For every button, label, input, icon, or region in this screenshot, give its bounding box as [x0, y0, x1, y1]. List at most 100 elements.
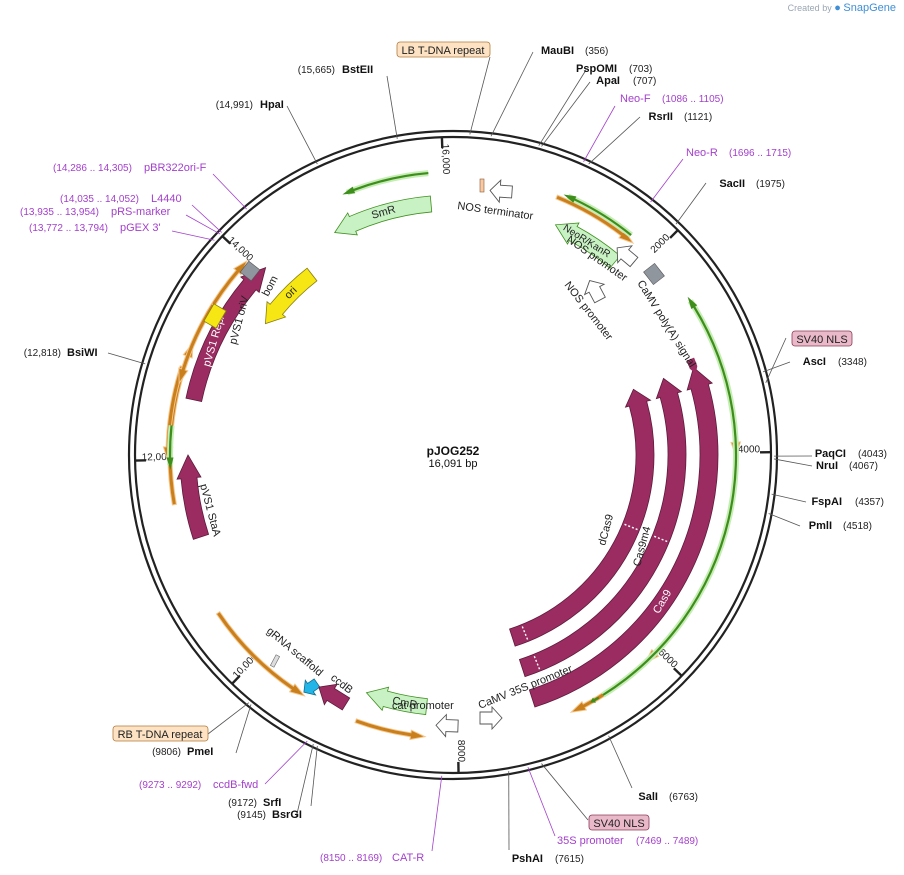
label-sv40-nls-a[interactable]: SV40 NLS	[796, 334, 847, 346]
neo-strand	[563, 194, 632, 236]
camv-polya-block	[643, 262, 665, 286]
enzyme-bsiwi[interactable]: BsiWI	[67, 347, 98, 359]
enzyme-bsrgi[interactable]: BsrGI	[272, 809, 302, 821]
nos-promoter-arrow-1[interactable]	[610, 239, 641, 270]
label-nos-terminator[interactable]: NOS terminator	[457, 200, 535, 223]
label-dcas9[interactable]: dCas9	[596, 513, 616, 547]
cat-promoter-arrow[interactable]	[435, 713, 459, 738]
enzyme-hpai[interactable]: HpaI	[260, 99, 284, 111]
scale-tick-label: 2000	[649, 232, 673, 256]
scale-tick-label: 14,000	[225, 235, 255, 264]
enzyme-nrui[interactable]: NruI	[816, 460, 838, 472]
primer-labels: Neo-F (1086 .. 1105) Neo-R (1696 .. 1715…	[20, 93, 791, 864]
enzyme-asci[interactable]: AscI	[803, 356, 826, 368]
leader-line	[541, 81, 591, 147]
smr-strand-bg	[345, 170, 429, 196]
leader-line	[771, 493, 807, 503]
enzyme-sali[interactable]: SalI	[638, 791, 658, 803]
ori-arrow	[264, 267, 318, 325]
primer-ccdb-fwd[interactable]: ccdB-fwd	[213, 779, 258, 791]
orf-arrow	[555, 194, 635, 245]
ccdb-cyan-arrow[interactable]	[299, 676, 322, 700]
primer-pgex3[interactable]: pGEX 3'	[120, 222, 161, 234]
scale-tick-mark	[231, 675, 241, 685]
scale-tick-mark	[673, 667, 683, 677]
pvs1-oriv-block	[203, 303, 227, 329]
camv-35s-arrow[interactable]	[479, 705, 503, 731]
label-lb-tdna[interactable]: LB T-DNA repeat	[402, 45, 485, 57]
cas9-end-mark	[590, 696, 600, 703]
enzyme-pmei[interactable]: PmeI	[187, 746, 213, 758]
enzyme-apai[interactable]: ApaI	[596, 75, 620, 87]
enzyme-pmli[interactable]: PmlI	[809, 520, 832, 532]
enzyme-fspai[interactable]: FspAI	[811, 496, 842, 508]
primer-neo-r[interactable]: Neo-R	[686, 147, 718, 159]
enzyme-labels-left: (9172) SrfI (9145) BsrGI (9806) PmeI (12…	[24, 64, 373, 821]
primer-l4440[interactable]: L4440	[151, 193, 182, 205]
scale-tick-label: 4000	[738, 444, 761, 455]
enzyme-psppomi[interactable]: PspOMI	[576, 63, 617, 75]
primer-ccdb-fwd-pos: (9273 .. 9292)	[139, 780, 201, 791]
enzyme-srfi[interactable]: SrfI	[263, 797, 281, 809]
ccdb-arrow[interactable]	[313, 677, 353, 714]
primer-cat-r[interactable]: CAT-R	[392, 852, 424, 864]
label-camv-polya[interactable]: CaMV poly(A) signal	[634, 278, 697, 369]
enzyme-bsiwi-pos: (12,818)	[24, 348, 61, 359]
label-cmr[interactable]: CmR	[391, 695, 418, 712]
primer-prs-marker[interactable]: pRS-marker	[111, 206, 171, 218]
backbone	[127, 129, 779, 781]
enzyme-bsteii[interactable]: BstEII	[342, 64, 373, 76]
cas9m4-arrow	[518, 377, 687, 678]
leader-line	[185, 214, 221, 235]
enzyme-srfi-pos: (9172)	[228, 798, 257, 809]
pvs1-repa-arrow	[185, 266, 267, 403]
primer-35s-promoter[interactable]: 35S promoter	[557, 835, 624, 847]
leader-line	[386, 75, 398, 139]
leader-line	[212, 173, 247, 210]
primer-neo-f[interactable]: Neo-F	[620, 93, 651, 105]
leader-line	[675, 182, 707, 225]
enzyme-paqci-pos: (4043)	[858, 449, 887, 460]
dcas9-arrow	[509, 388, 655, 647]
enzyme-sacii-pos: (1975)	[756, 179, 785, 190]
leader-line	[583, 105, 616, 162]
primer-pgex3-pos: (13,772 .. 13,794)	[29, 223, 108, 234]
enzyme-fspai-pos: (4357)	[855, 497, 884, 508]
snapgene-branding: Created by ● SnapGene	[788, 2, 896, 14]
primer-neo-f-pos: (1086 .. 1105)	[662, 94, 724, 105]
enzyme-rsrii-pos: (1121)	[684, 112, 712, 123]
leader-line	[310, 745, 318, 807]
neo-kanr-arrow	[554, 222, 621, 269]
leader-line	[469, 56, 491, 135]
leader-line	[541, 763, 589, 821]
enzyme-maubi[interactable]: MauBI	[541, 45, 574, 57]
label-cat-promoter[interactable]: cat promoter	[392, 700, 454, 712]
enzyme-paqci[interactable]: PaqCI	[815, 448, 846, 460]
label-sv40-nls-b[interactable]: SV40 NLS	[593, 818, 644, 830]
smr-strand	[342, 171, 429, 195]
enzyme-labels: MauBI (356) PspOMI (703) ApaI (707) RsrI…	[512, 45, 887, 865]
scale-tick-label: 8000	[455, 740, 466, 763]
enzyme-rsrii[interactable]: RsrII	[649, 111, 673, 123]
boxed-labels: LB T-DNA repeat RB T-DNA repeat SV40 NLS…	[112, 41, 853, 831]
leader-line	[295, 743, 314, 819]
enzyme-psppomi-pos: (703)	[629, 64, 652, 75]
enzyme-apai-pos: (707)	[633, 76, 656, 87]
label-rb-tdna[interactable]: RB T-DNA repeat	[118, 729, 203, 741]
nos-terminator-arrow[interactable]	[489, 179, 513, 204]
enzyme-pshai[interactable]: PshAI	[512, 853, 543, 865]
scale-tick-mark	[669, 229, 679, 239]
primer-pbr322ori-f[interactable]: pBR322ori-F	[144, 162, 207, 174]
primer-pbr322ori-f-pos: (14,286 .. 14,305)	[53, 163, 132, 174]
nos-promoter-arrow-2[interactable]	[580, 275, 610, 305]
scale-tick-label: 16,000	[439, 144, 451, 175]
lb-tdna-marker	[479, 178, 485, 193]
scale-tick-mark	[221, 235, 232, 245]
leader-line	[264, 740, 308, 785]
leader-line	[191, 204, 222, 233]
snapgene-logo-icon: ●	[834, 2, 841, 14]
enzyme-pmli-pos: (4518)	[843, 521, 872, 532]
enzyme-sacii[interactable]: SacII	[719, 178, 745, 190]
